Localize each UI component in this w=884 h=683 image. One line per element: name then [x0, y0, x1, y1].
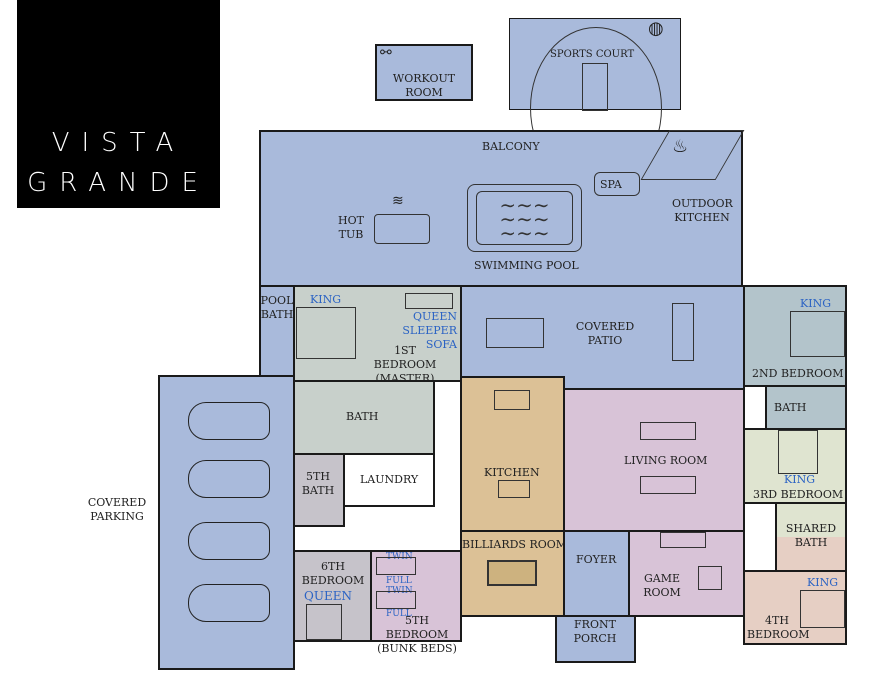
shared-bath-label: SHARED BATH	[785, 522, 837, 549]
sofa-icon	[660, 532, 706, 548]
covered-parking	[158, 375, 295, 670]
sofa-icon	[405, 293, 453, 309]
foyer	[563, 530, 630, 617]
shared-bath	[775, 502, 847, 572]
king-bed-icon	[800, 590, 845, 628]
car-icon	[188, 522, 270, 560]
second-bedroom-label: 2ND BEDROOM	[752, 367, 844, 380]
swimming-pool-shape: ∼∼∼∼∼∼∼∼∼	[467, 184, 582, 252]
dining-table-icon	[494, 390, 530, 410]
sofa-icon	[640, 422, 696, 440]
kitchen-label: KITCHEN	[484, 466, 540, 479]
king-bed-icon	[790, 311, 845, 357]
sixth-bed-label: QUEEN	[304, 589, 352, 603]
swimming-pool-label: SWIMMING POOL	[474, 259, 579, 272]
laundry-label: LAUNDRY	[360, 473, 419, 486]
car-icon	[188, 460, 270, 498]
vista-grande-logo: VISTA GRANDE	[17, 0, 220, 208]
balcony	[259, 130, 743, 287]
covered-patio-label: COVERED PATIO	[575, 320, 635, 347]
logo-line1: VISTA	[51, 128, 186, 158]
dumbbell-icon: ⚯	[380, 45, 392, 61]
foyer-label: FOYER	[576, 553, 617, 566]
billiards-room-label: BILLIARDS ROOM	[462, 538, 568, 551]
spa-label: SPA	[600, 178, 622, 191]
king-bed-icon	[296, 307, 356, 359]
sports-court	[509, 18, 681, 189]
car-icon	[188, 584, 270, 622]
living-room	[563, 388, 745, 532]
stove-icon	[498, 480, 530, 498]
front-porch	[555, 615, 636, 663]
game-table-icon	[698, 566, 722, 590]
fifth-bedroom	[370, 550, 462, 642]
covered-parking-label: COVERED PARKING	[87, 496, 147, 523]
bunk1-bottom-label: FULL	[386, 576, 412, 586]
front-porch-label: FRONT PORCH	[573, 618, 617, 645]
covered-patio	[460, 285, 745, 390]
second-bed-label: KING	[800, 297, 831, 310]
game-room	[628, 530, 745, 617]
master-bath	[293, 380, 435, 455]
third-bedroom-label: 3RD BEDROOM	[753, 488, 844, 501]
fifth-bath-label: 5TH BATH	[301, 470, 335, 497]
ping-pong-table-icon	[486, 318, 544, 348]
sofa-icon	[640, 476, 696, 494]
pool-table-icon	[487, 560, 537, 586]
balcony-label: BALCONY	[482, 140, 540, 153]
fifth-bedroom-label: 5TH BEDROOM (BUNK BEDS)	[377, 614, 457, 655]
hot-tub-shape	[374, 214, 430, 244]
water-waves-icon: ∼∼∼∼∼∼∼∼∼	[476, 191, 573, 245]
car-icon	[188, 402, 270, 440]
master-bath-label: BATH	[346, 410, 379, 423]
workout-room-label: WORKOUT ROOM	[392, 72, 456, 99]
hot-tub-label: HOT TUB	[338, 214, 364, 241]
bunk2-bottom-label: FULL	[386, 609, 412, 619]
sixth-bedroom-label: 6TH BEDROOM	[301, 560, 365, 587]
master-bed-label: KING	[310, 293, 341, 306]
court-key	[582, 63, 608, 111]
fourth-bed-label: KING	[807, 576, 838, 589]
game-room-label: GAME ROOM	[643, 572, 681, 599]
second-bath-label: BATH	[774, 401, 807, 414]
patio-table-icon	[672, 303, 694, 361]
workout-room	[375, 44, 473, 101]
fourth-bedroom-label: 4TH BEDROOM	[747, 614, 810, 641]
fourth-bedroom	[743, 570, 847, 645]
grill-icon: ♨	[672, 136, 689, 157]
outdoor-kitchen-label: OUTDOOR KITCHEN	[672, 197, 733, 224]
steam-icon: ≋	[392, 193, 404, 209]
second-bedroom	[743, 285, 847, 387]
bunk-bed-icon	[376, 557, 416, 575]
spa-shape	[594, 172, 640, 196]
bunk-bed-icon	[376, 591, 416, 609]
third-bed-label: KING	[784, 473, 815, 486]
logo-line2: GRANDE	[27, 168, 210, 198]
living-room-label: LIVING ROOM	[624, 454, 708, 467]
sports-court-label: SPORTS COURT	[550, 49, 635, 60]
basketball-icon: ◍	[648, 18, 664, 39]
master-sofa-label: QUEEN SLEEPER SOFA	[402, 310, 457, 351]
laundry	[343, 453, 435, 507]
king-bed-icon	[778, 430, 818, 474]
queen-bed-icon	[306, 604, 342, 640]
fifth-bath	[293, 453, 345, 527]
pool-bath-label: POOL BATH	[260, 294, 294, 321]
